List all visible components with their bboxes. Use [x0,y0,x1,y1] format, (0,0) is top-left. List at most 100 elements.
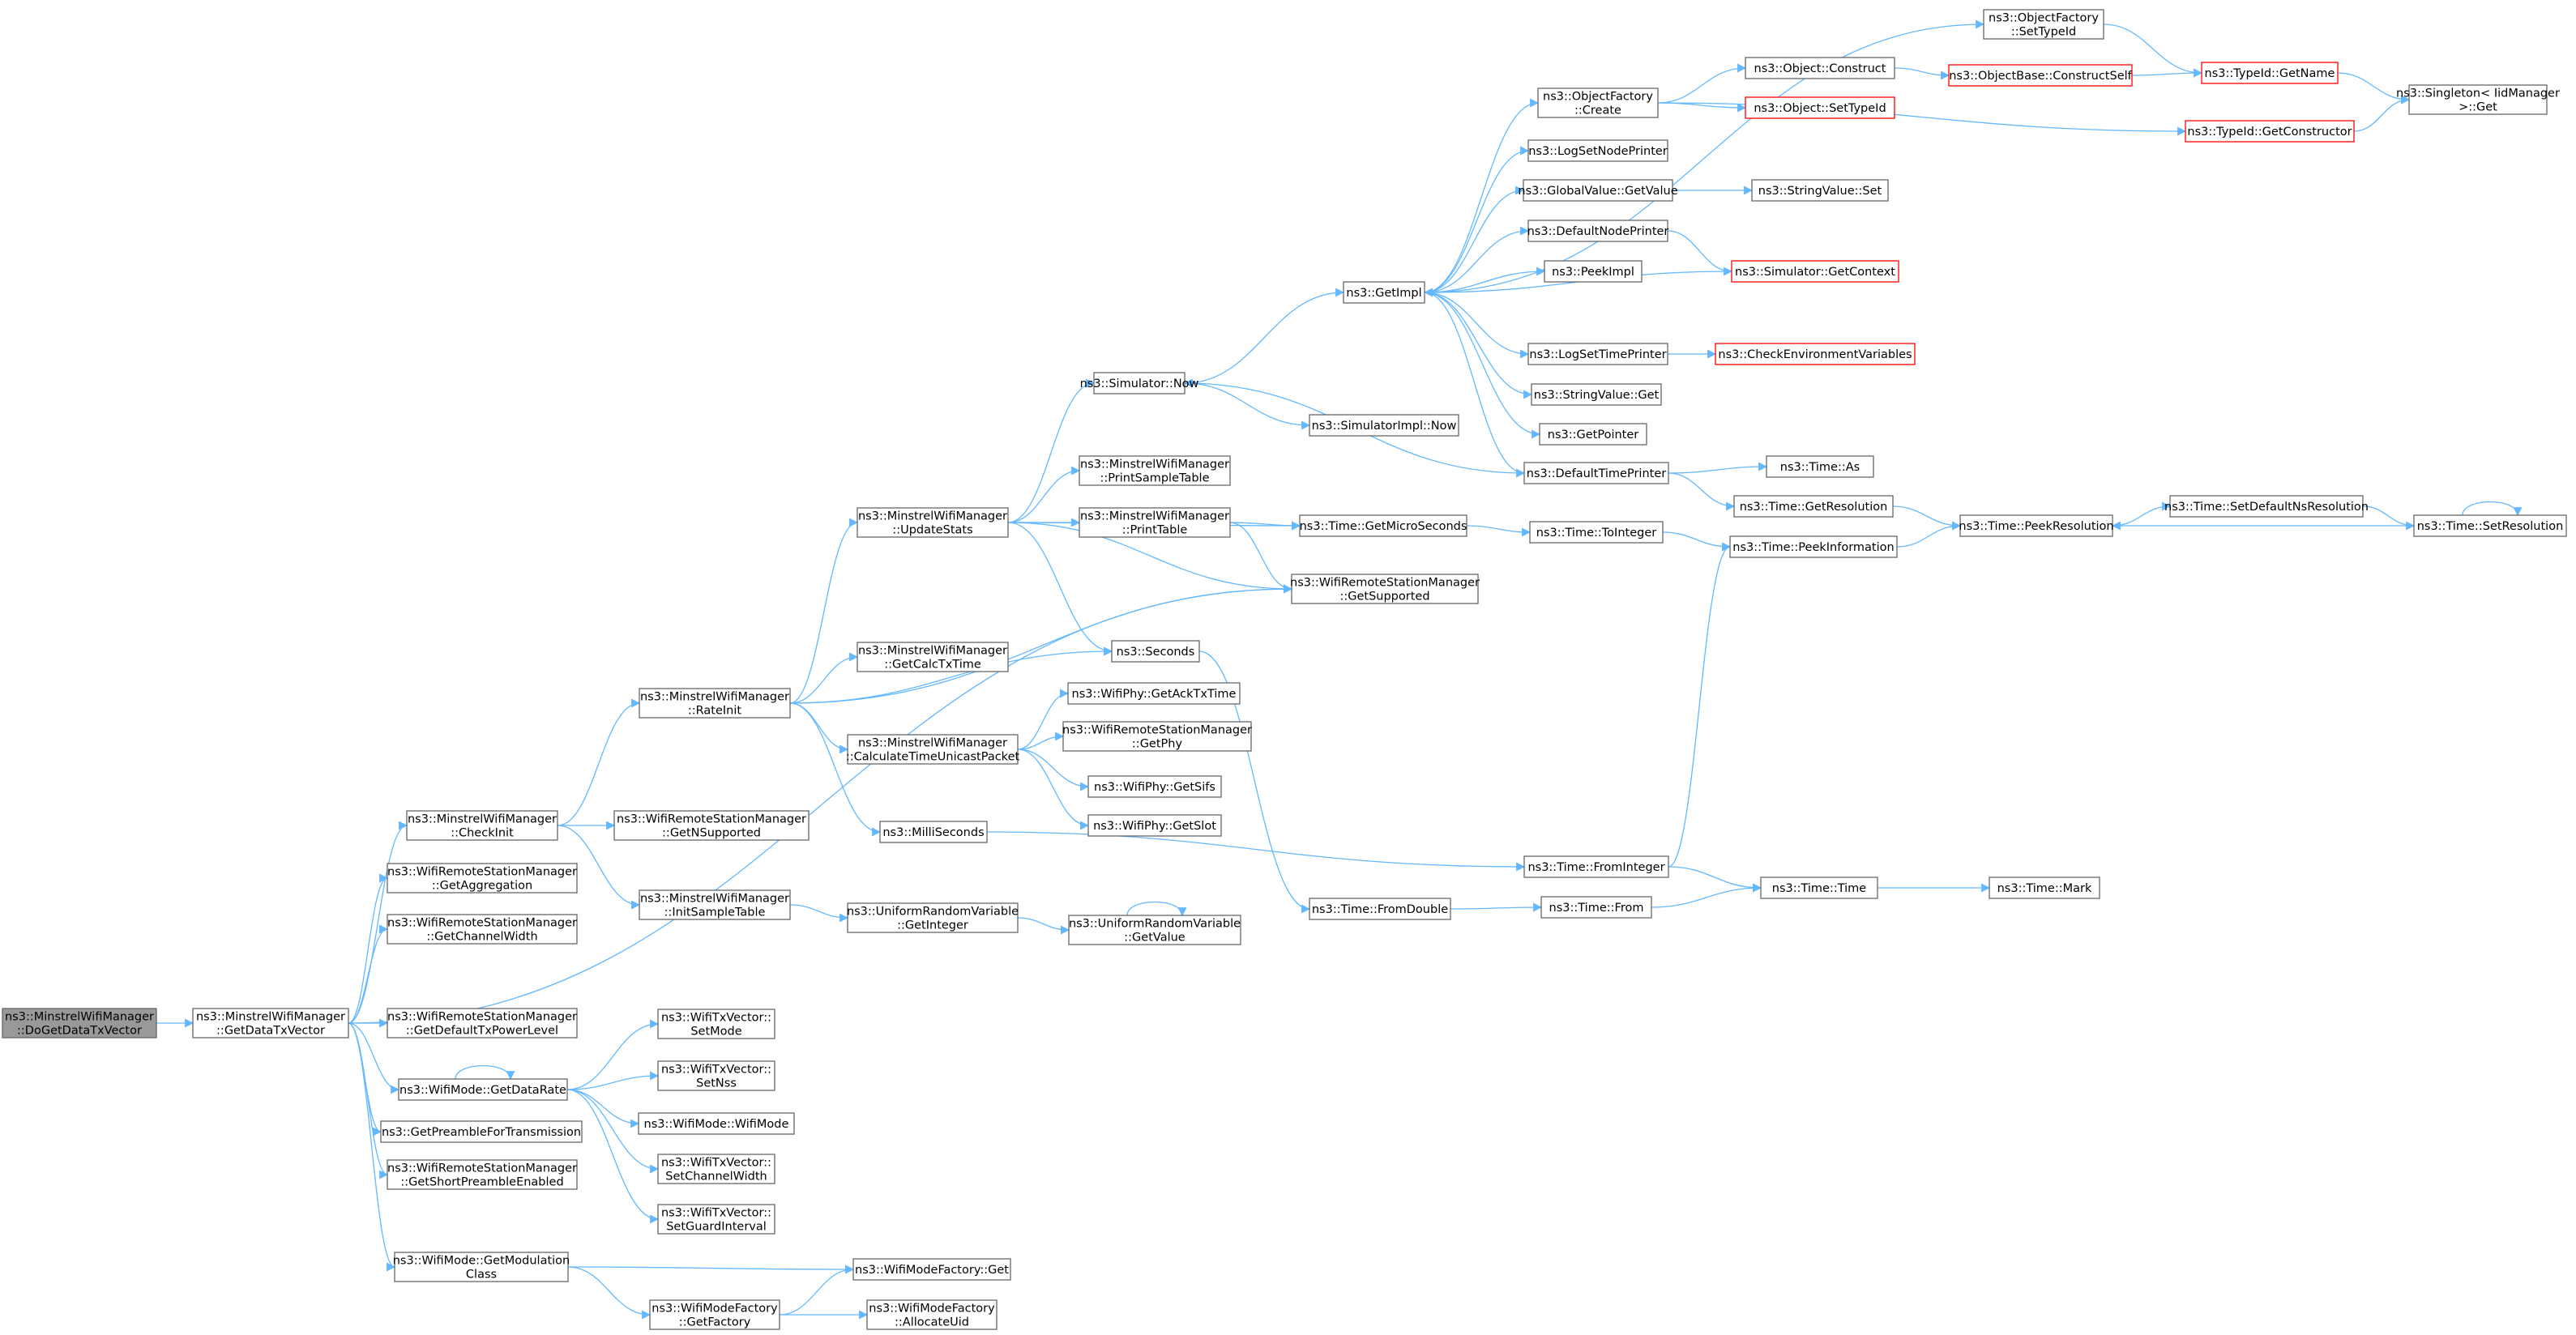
node-uniform-getinteger[interactable]: ns3::UniformRandomVariable::GetInteger [847,902,1019,933]
node-label: ::GetNSupported [662,827,761,840]
node-setdefaultnsresolution[interactable]: ns3::Time::SetDefaultNsResolution [2164,495,2369,518]
node-box [1959,514,2113,537]
node-box [1751,179,1889,202]
node-logsetnodeprinter[interactable]: ns3::LogSetNodePrinter [1527,139,1668,162]
node-time-as[interactable]: ns3::Time::As [1766,455,1874,478]
node-box [1715,343,1916,365]
node-label: ns3::MinstrelWifiManager [1080,459,1229,471]
node-milliseconds[interactable]: ns3::MilliSeconds [879,821,988,843]
node-time-mark[interactable]: ns3::Time::Mark [1989,876,2100,899]
node-initsampletable[interactable]: ns3::MinstrelWifiManager::InitSampleTabl… [639,889,791,920]
node-label: ns3::WifiPhy::GetSlot [1093,820,1216,833]
node-getdefaulttxpowerlevel[interactable]: ns3::WifiRemoteStationManager::GetDefaul… [387,1008,578,1039]
node-logsettimeprinter[interactable]: ns3::LogSetTimePrinter [1527,343,1668,365]
node-objectfactory-settypeid[interactable]: ns3::ObjectFactory::SetTypeId [1983,9,2104,40]
node-getdatatxvector[interactable]: ns3::MinstrelWifiManager::GetDataTxVecto… [192,1008,349,1039]
node-time-peekresolution[interactable]: ns3::Time::PeekResolution [1959,514,2114,537]
node-box [866,1299,998,1330]
node-defaulttimeprinter[interactable]: ns3::DefaultTimePrinter [1523,462,1669,484]
node-typeid-getname[interactable]: ns3::TypeId::GetName [2201,62,2339,84]
node-stringvalue-get[interactable]: ns3::StringValue::Get [1531,383,1662,406]
node-defaultnodeprinter[interactable]: ns3::DefaultNodePrinter [1527,220,1669,242]
node-label: ns3::Time::Time [1772,882,1867,895]
edge-getmodulationclass-to-modefactory_get [567,1265,855,1274]
node-label: >::Get [2459,101,2497,114]
node-simulator-now[interactable]: ns3::Simulator::Now [1080,372,1199,395]
node-label: ::RateInit [688,705,742,718]
node-simulatorimpl-now[interactable]: ns3::SimulatorImpl::Now [1309,414,1459,437]
node-time-fromdouble[interactable]: ns3::Time::FromDouble [1309,898,1451,920]
edge-getdatarate-to-setguardinterval [566,1089,660,1224]
edge-getdatarate-to-wifimode [566,1089,640,1128]
node-time-frominteger[interactable]: ns3::Time::FromInteger [1523,855,1669,878]
node-checkinit[interactable]: ns3::MinstrelWifiManager::CheckInit [406,810,558,841]
node-objectfactory-create[interactable]: ns3::ObjectFactory::Create [1537,87,1659,118]
node-typeid-getconstructor[interactable]: ns3::TypeId::GetConstructor [2185,120,2355,143]
node-getslot[interactable]: ns3::WifiPhy::GetSlot [1087,814,1222,837]
node-label: ns3::Time::SetDefaultNsResolution [2164,501,2369,514]
node-getfactory[interactable]: ns3::WifiModeFactory::GetFactory [649,1299,780,1330]
node-label: ns3::WifiMode::GetModulation [393,1255,570,1268]
node-object-settypeid[interactable]: ns3::Object::SetTypeId [1745,96,1895,119]
node-getaggregation[interactable]: ns3::WifiRemoteStationManager::GetAggreg… [387,863,578,894]
node-modefactory-get[interactable]: ns3::WifiModeFactory::Get [852,1258,1011,1281]
node-peekimpl[interactable]: ns3::PeekImpl [1544,260,1643,283]
edge-time_tointeger-to-time_peekinformation [1662,531,1732,552]
node-objectbase-constructself[interactable]: ns3::ObjectBase::ConstructSelf [1948,64,2133,87]
node-label: Class [466,1269,497,1282]
node-getmicroseconds[interactable]: ns3::Time::GetMicroSeconds [1299,514,1467,537]
node-uniform-getvalue[interactable]: ns3::UniformRandomVariable::GetValue [1068,915,1241,945]
node-time-peekinformation[interactable]: ns3::Time::PeekInformation [1729,535,1898,558]
node-setguardinterval[interactable]: ns3::WifiTxVector::SetGuardInterval [657,1204,775,1235]
node-object-construct[interactable]: ns3::Object::Construct [1745,57,1895,79]
node-box [1948,64,2133,87]
node-label: ns3::UniformRandomVariable [1069,918,1241,931]
node-getpreamble[interactable]: ns3::GetPreambleForTransmission [380,1120,583,1143]
node-label: ::InitSampleTable [664,906,766,919]
node-label: ::GetInteger [897,919,968,932]
node-time-getresolution[interactable]: ns3::Time::GetResolution [1733,495,1894,518]
node-getchannelwidth[interactable]: ns3::WifiRemoteStationManager::GetChanne… [387,914,578,945]
node-dogetdatatxvector[interactable]: ns3::MinstrelWifiManager::DoGetDataTxVec… [2,1008,157,1039]
edge-getimpl-to-defaultnodeprinter [1424,226,1530,293]
node-checkenv[interactable]: ns3::CheckEnvironmentVariables [1715,343,1916,365]
node-simulator-getcontext[interactable]: ns3::Simulator::GetContext [1731,260,1899,283]
node-printsampletable[interactable]: ns3::MinstrelWifiManager::PrintSampleTab… [1079,455,1231,486]
node-getsupported[interactable]: ns3::WifiRemoteStationManager::GetSuppor… [1290,574,1480,604]
node-box [1544,260,1643,283]
node-time-tointeger[interactable]: ns3::Time::ToInteger [1529,521,1664,544]
node-getdatarate[interactable]: ns3::WifiMode::GetDataRate [398,1078,568,1101]
node-setmode[interactable]: ns3::WifiTxVector::SetMode [657,1009,775,1039]
node-rateinit[interactable]: ns3::MinstrelWifiManager::RateInit [639,688,791,719]
node-getcalctxtime[interactable]: ns3::MinstrelWifiManager::GetCalcTxTime [857,642,1009,672]
node-getphy[interactable]: ns3::WifiRemoteStationManager::GetPhy [1062,721,1252,752]
node-label: ns3::WifiRemoteStationManager [387,917,577,930]
node-wifimode[interactable]: ns3::WifiMode::WifiMode [638,1112,795,1135]
node-box [879,821,988,843]
node-getimpl[interactable]: ns3::GetImpl [1343,281,1425,304]
node-time-setresolution[interactable]: ns3::Time::SetResolution [2413,514,2567,537]
node-globalvalue-getvalue[interactable]: ns3::GlobalValue::GetValue [1518,179,1678,202]
node-stringvalue-set[interactable]: ns3::StringValue::Set [1751,179,1889,202]
node-calctimeunicast[interactable]: ns3::MinstrelWifiManager::CalculateTimeU… [846,734,1020,765]
node-updatestats[interactable]: ns3::MinstrelWifiManager::UpdateStats [857,507,1009,538]
node-time-from[interactable]: ns3::Time::From [1540,896,1652,919]
node-setchannelwidth[interactable]: ns3::WifiTxVector::SetChannelWidth [657,1154,775,1184]
node-getnsupported[interactable]: ns3::WifiRemoteStationManager::GetNSuppo… [613,810,810,841]
node-singleton-get[interactable]: ns3::Singleton< IidManager >::Get [2396,84,2560,115]
node-getacktxtime[interactable]: ns3::WifiPhy::GetAckTxTime [1067,682,1241,705]
node-printtable[interactable]: ns3::MinstrelWifiManager::PrintTable [1079,507,1231,538]
node-seconds[interactable]: ns3::Seconds [1111,640,1200,663]
node-label: ns3::Time::FromDouble [1312,903,1448,916]
node-label: ns3::CheckEnvironmentVariables [1718,348,1912,361]
node-getsifs[interactable]: ns3::WifiPhy::GetSifs [1087,775,1222,798]
node-getshortpreamble[interactable]: ns3::WifiRemoteStationManager::GetShortP… [387,1159,578,1190]
node-getpointer[interactable]: ns3::GetPointer [1539,423,1647,446]
edge-getdatarate-to-getdatarate [455,1064,515,1081]
node-label: ns3::WifiTxVector:: [661,1157,771,1170]
node-setnss[interactable]: ns3::WifiTxVector::SetNss [657,1060,775,1091]
node-label: ns3::GetPointer [1548,429,1639,441]
node-allocateuid[interactable]: ns3::WifiModeFactory::AllocateUid [866,1299,998,1330]
node-time-time[interactable]: ns3::Time::Time [1760,876,1878,899]
